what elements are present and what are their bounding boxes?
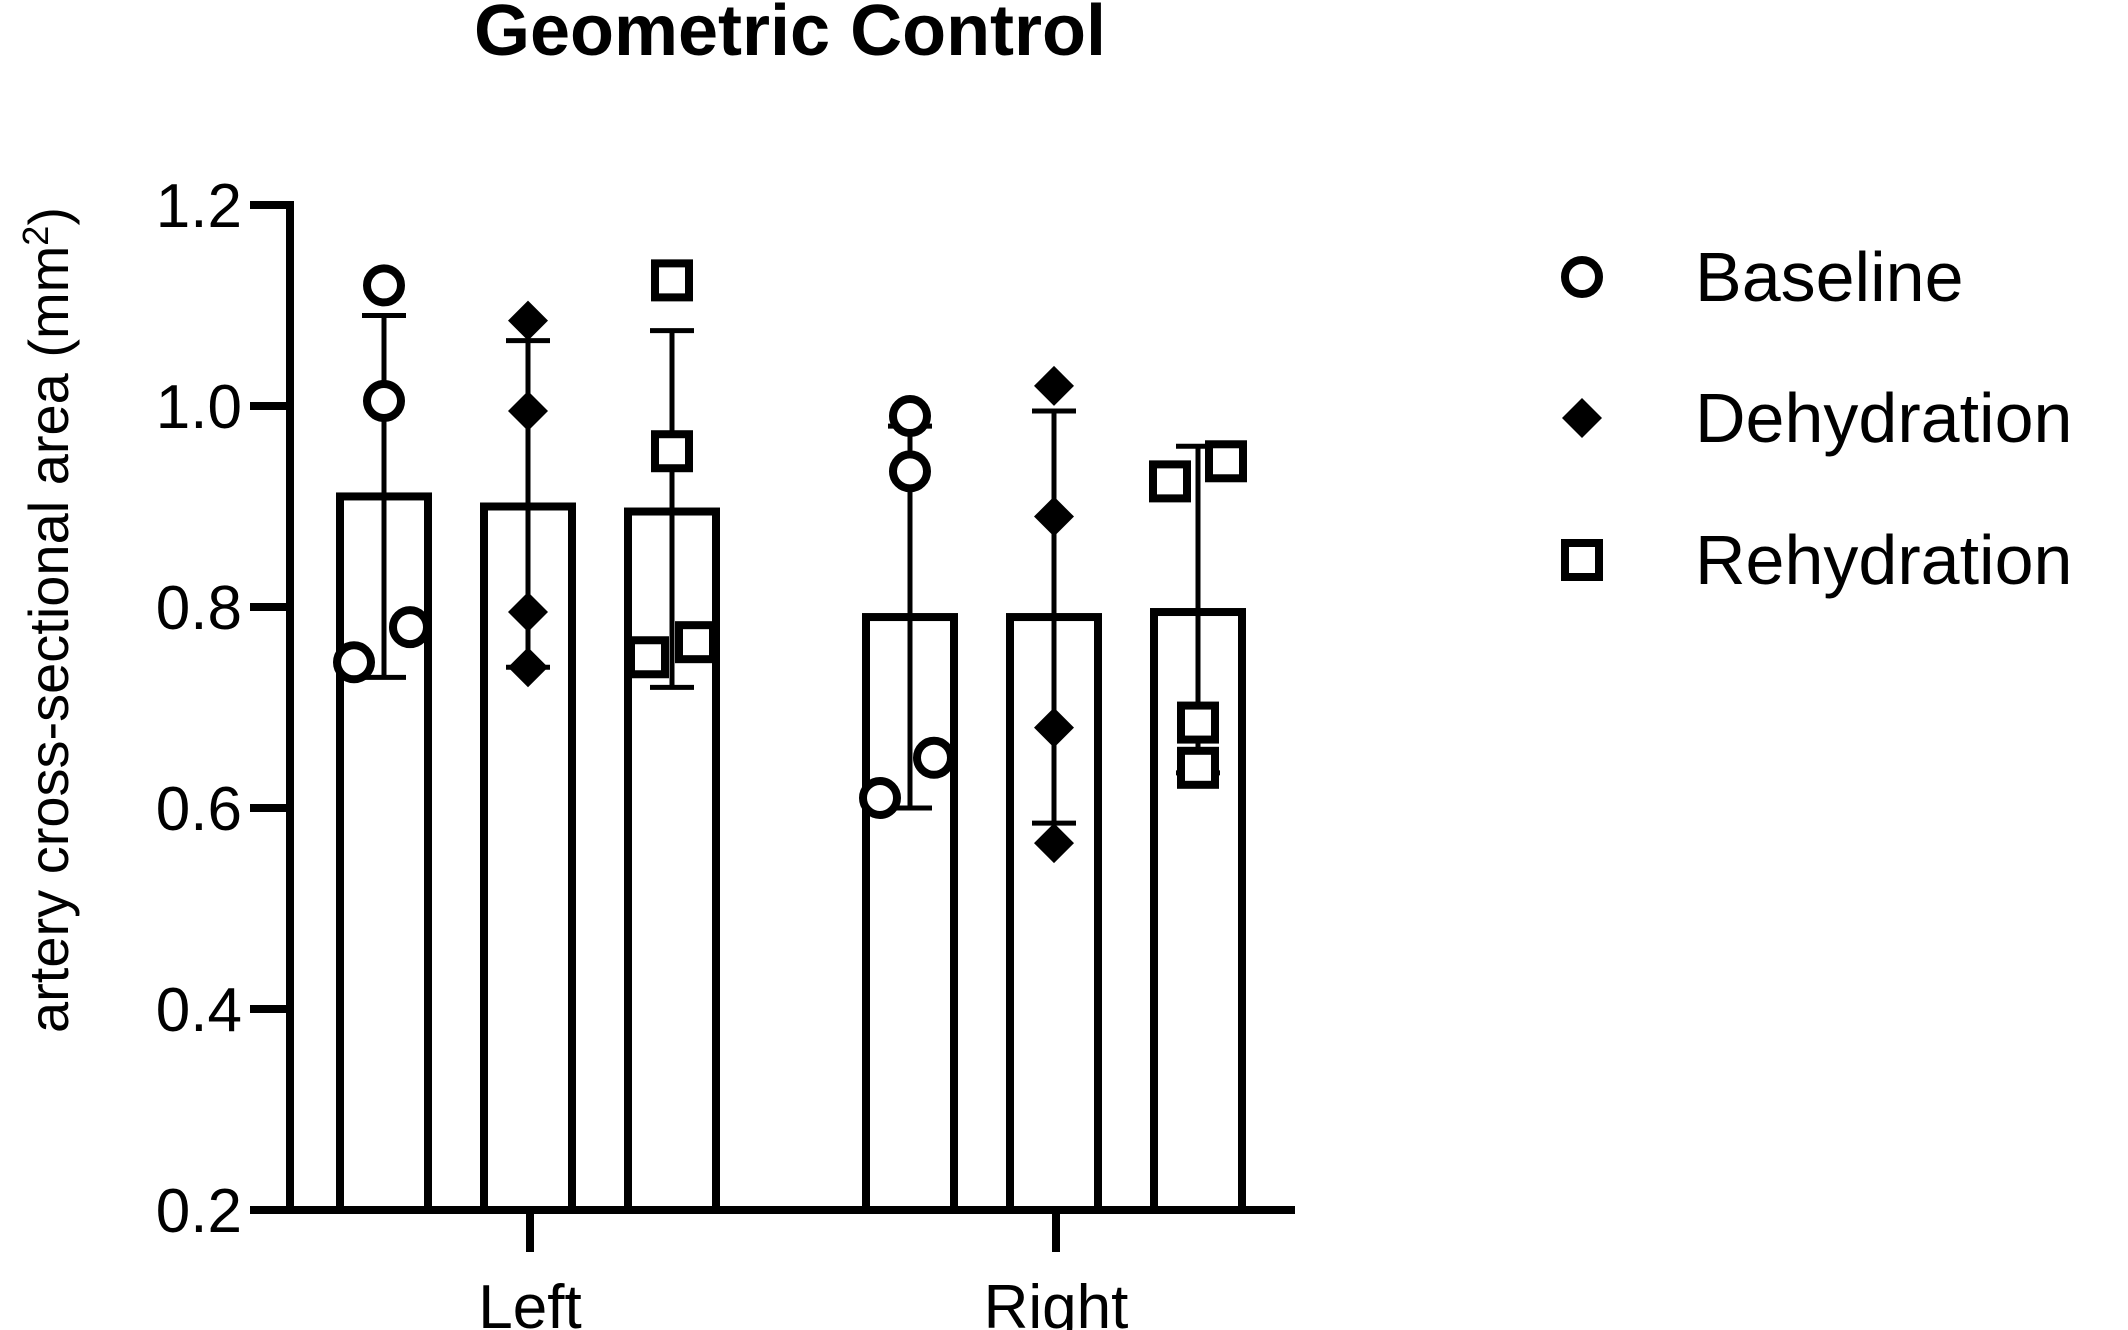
bar-right-dehydration-point — [1034, 365, 1074, 406]
bar-right-rehydration-point — [1149, 460, 1191, 503]
y-tick-label: 0.6 — [156, 775, 242, 844]
bar-right-dehydration-point — [1034, 707, 1074, 748]
x-tick-label-left: Left — [478, 1273, 581, 1330]
y-axis-label-close: ) — [17, 207, 80, 226]
bar-left-rehydration-point — [651, 259, 693, 302]
bar-left-rehydration-point — [675, 621, 717, 664]
bar-left-dehydration-point — [508, 391, 548, 432]
y-tick-label: 0.8 — [156, 574, 242, 643]
legend-label-rehydration: Rehydration — [1695, 521, 2072, 599]
bar-left-dehydration-point — [508, 300, 548, 341]
x-tick-label-right: Right — [984, 1273, 1129, 1330]
bar-right-baseline-point — [889, 395, 931, 438]
y-axis-label-text: artery cross-sectional area (mm — [17, 246, 80, 1033]
y-tick-label: 1.2 — [156, 172, 242, 241]
y-tick-label: 1.0 — [156, 373, 242, 442]
bar-left-baseline-point — [389, 606, 431, 649]
bar-right-baseline-point — [913, 736, 955, 779]
bar-left-dehydration-point — [508, 647, 548, 688]
bar-left-dehydration — [480, 502, 576, 1214]
bar-left-baseline-point — [333, 641, 375, 684]
bar-left-baseline-point — [363, 264, 405, 307]
legend-marker-rehydration — [1561, 539, 1603, 581]
y-axis-label-superscript: 2 — [15, 226, 56, 246]
y-tick-label: 0.2 — [156, 1177, 242, 1246]
legend-label-dehydration: Dehydration — [1695, 379, 2072, 457]
y-tick-label: 0.4 — [156, 976, 242, 1045]
bar-right-rehydration-point — [1205, 440, 1247, 483]
legend-label-baseline: Baseline — [1695, 238, 1964, 316]
bar-left-dehydration-point — [508, 592, 548, 633]
legend-marker-baseline — [1561, 256, 1603, 298]
bar-right-rehydration-point — [1177, 746, 1219, 789]
bar-right-baseline-point — [889, 450, 931, 493]
bar-right-dehydration-point — [1034, 823, 1074, 864]
legend-marker-dehydration — [1562, 398, 1602, 438]
y-axis-label: artery cross-sectional area (mm2) — [15, 207, 81, 1033]
bar-left-rehydration-point — [627, 636, 669, 679]
bar-left-baseline-point — [363, 379, 405, 422]
bar-right-baseline-point — [859, 776, 901, 819]
chart-title: Geometric Control — [474, 0, 1106, 71]
bar-right-rehydration-point — [1177, 701, 1219, 744]
bar-left-rehydration-point — [651, 430, 693, 473]
bar-right-dehydration-point — [1034, 496, 1074, 537]
